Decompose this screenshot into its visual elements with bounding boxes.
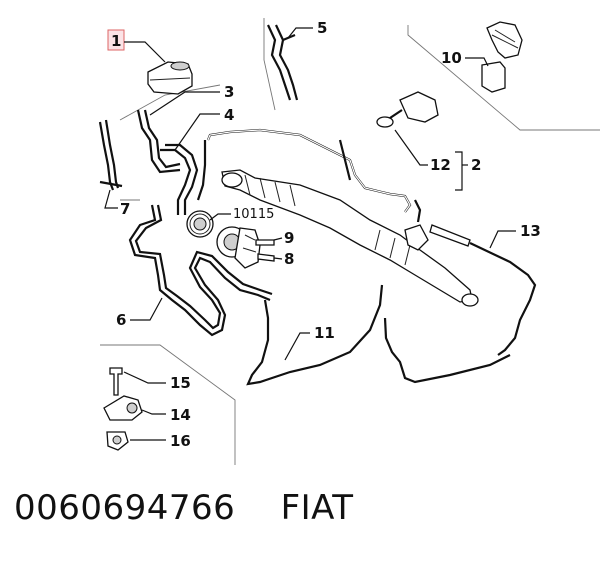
return-line-part-6 — [128, 204, 273, 337]
callout-10115: 10115 — [233, 207, 274, 222]
callout-6: 6 — [116, 311, 126, 329]
callout-13: 13 — [520, 222, 541, 240]
callout-10: 10 — [441, 49, 462, 67]
pipe-part-13 — [429, 224, 537, 356]
callout-3: 3 — [224, 83, 234, 101]
sensor-part-12 — [376, 91, 439, 128]
pressure-line — [196, 128, 412, 213]
callout-11: 11 — [314, 324, 335, 342]
callout-5: 5 — [317, 19, 327, 37]
steering-rack — [221, 169, 479, 307]
part-number: 0060694766 — [14, 488, 236, 528]
callout-9: 9 — [284, 229, 294, 247]
callout-12: 12 — [430, 156, 451, 174]
part-caption: 0060694766 FIAT — [14, 488, 354, 528]
section-dividers — [100, 18, 600, 465]
nut-part-16 — [106, 431, 129, 451]
callout-14: 14 — [170, 406, 191, 424]
hose-part-3-4 — [136, 109, 199, 215]
callout-2: 2 — [471, 156, 481, 174]
callout-box-1 — [107, 29, 125, 51]
callout-16: 16 — [170, 432, 191, 450]
callout-8: 8 — [284, 250, 294, 268]
callout-1: 1 — [111, 32, 121, 50]
callout-15: 15 — [170, 374, 191, 392]
hose-part-5 — [267, 24, 299, 101]
pulley-part-10115 — [186, 210, 214, 238]
bolt-part-8 — [257, 253, 275, 262]
pipe-part-7 — [98, 119, 123, 191]
bolt-part-9 — [255, 239, 275, 246]
bolt-part-15 — [109, 367, 123, 396]
callout-7: 7 — [120, 200, 130, 218]
callout-4: 4 — [224, 106, 234, 124]
reservoir-part-1 — [147, 61, 193, 95]
bracket-part-10 — [481, 21, 523, 93]
line-part-11 — [246, 284, 511, 386]
power-steering-pump — [216, 226, 261, 269]
clamp-part-14 — [103, 395, 143, 421]
steering-parts-diagram: 1 5 10 3 4 7 6 — [98, 18, 600, 465]
brand-name: FIAT — [280, 488, 354, 528]
